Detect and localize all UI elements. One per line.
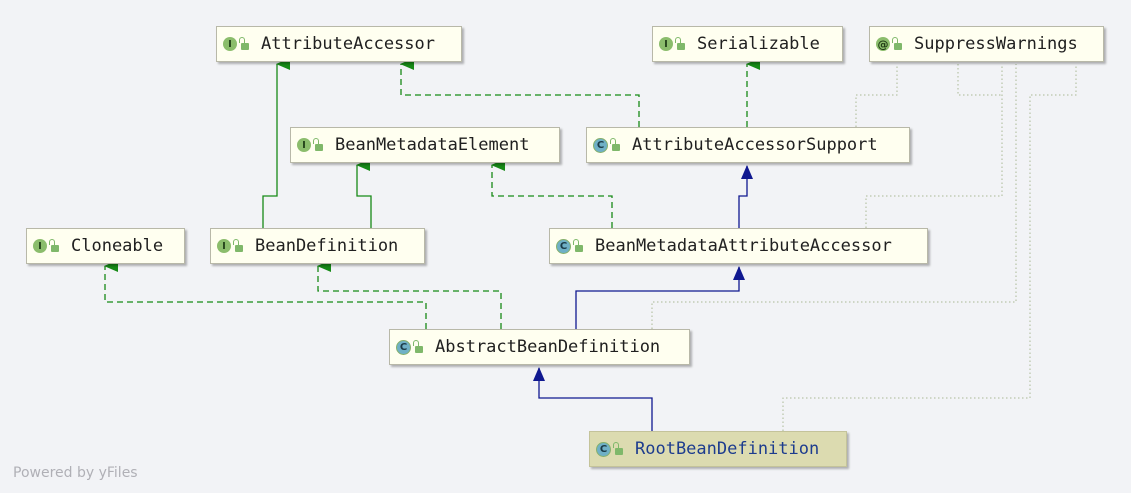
edge-aas-to-suppresswarnings — [855, 64, 898, 127]
edge-abd-to-suppresswarnings — [651, 64, 1017, 329]
class-icon: C — [556, 238, 571, 254]
public-visibility-icon — [49, 238, 59, 252]
node-root-bean-definition[interactable]: C RootBeanDefinition — [589, 431, 847, 467]
interface-icon: I — [33, 239, 47, 253]
interface-icon: I — [217, 239, 231, 253]
public-visibility-icon — [239, 36, 249, 50]
edge-bmaa-to-aas — [738, 166, 748, 228]
edge-rbd-to-abd — [538, 368, 653, 431]
yfiles-watermark: Powered by yFiles — [13, 465, 138, 481]
node-attribute-accessor-support[interactable]: C AttributeAccessorSupport — [586, 127, 910, 163]
public-visibility-icon — [610, 137, 620, 151]
class-extends-edges — [538, 166, 748, 431]
public-visibility-icon — [573, 238, 583, 252]
public-visibility-icon — [313, 137, 323, 151]
class-extends-arrowheads — [533, 165, 753, 381]
edge-bmaa-to-beanmetadataelement — [491, 159, 613, 228]
annotation-icon: @ — [876, 37, 890, 51]
node-label: AttributeAccessor — [261, 34, 435, 54]
edge-aas-to-attributeaccessor — [400, 58, 640, 127]
node-label: BeanMetadataAttributeAccessor — [595, 236, 892, 256]
edge-annotation-branch-1 — [957, 64, 1002, 96]
implements-edges — [104, 58, 760, 329]
interface-extends-edges — [262, 58, 372, 228]
edge-abd-to-cloneable — [104, 260, 427, 329]
class-icon: C — [596, 441, 611, 457]
arrowhead-abd — [533, 367, 545, 381]
node-label: SuppressWarnings — [914, 34, 1078, 54]
node-label: BeanMetadataElement — [335, 135, 530, 155]
arrowhead-bmaa — [733, 266, 745, 280]
node-label: RootBeanDefinition — [635, 439, 820, 459]
annotation-edges — [651, 64, 1077, 431]
edge-beandefinition-to-beanmetadataelement — [356, 159, 372, 228]
node-cloneable[interactable]: I Cloneable — [26, 228, 185, 264]
node-bean-metadata-attribute-accessor[interactable]: C BeanMetadataAttributeAccessor — [549, 228, 928, 264]
abstract-class-icon: C — [396, 339, 411, 355]
node-label: Cloneable — [71, 236, 164, 256]
node-bean-metadata-element[interactable]: I BeanMetadataElement — [290, 127, 560, 163]
node-label: Serializable — [697, 34, 820, 54]
interface-icon: I — [223, 37, 237, 51]
interface-icon: I — [297, 138, 311, 152]
public-visibility-icon — [892, 36, 902, 50]
node-label: AttributeAccessorSupport — [632, 135, 878, 155]
edge-abd-to-bmaa — [575, 267, 740, 329]
public-visibility-icon — [675, 36, 685, 50]
public-visibility-icon — [613, 441, 623, 455]
interface-icon: I — [659, 37, 673, 51]
node-attribute-accessor[interactable]: I AttributeAccessor — [216, 26, 462, 62]
edge-abd-to-beandefinition — [317, 260, 502, 329]
public-visibility-icon — [233, 238, 243, 252]
node-serializable[interactable]: I Serializable — [652, 26, 843, 62]
node-suppress-warnings[interactable]: @ SuppressWarnings — [869, 26, 1104, 62]
edge-beandefinition-to-attributeaccessor — [262, 58, 290, 228]
abstract-class-icon: C — [593, 137, 608, 153]
node-label: AbstractBeanDefinition — [435, 337, 661, 357]
node-label: BeanDefinition — [255, 236, 399, 256]
edge-bmaa-to-suppresswarnings — [865, 64, 1003, 228]
arrowhead-aas — [741, 165, 753, 179]
node-bean-definition[interactable]: I BeanDefinition — [210, 228, 425, 264]
public-visibility-icon — [413, 339, 423, 353]
node-abstract-bean-definition[interactable]: C AbstractBeanDefinition — [389, 329, 690, 365]
